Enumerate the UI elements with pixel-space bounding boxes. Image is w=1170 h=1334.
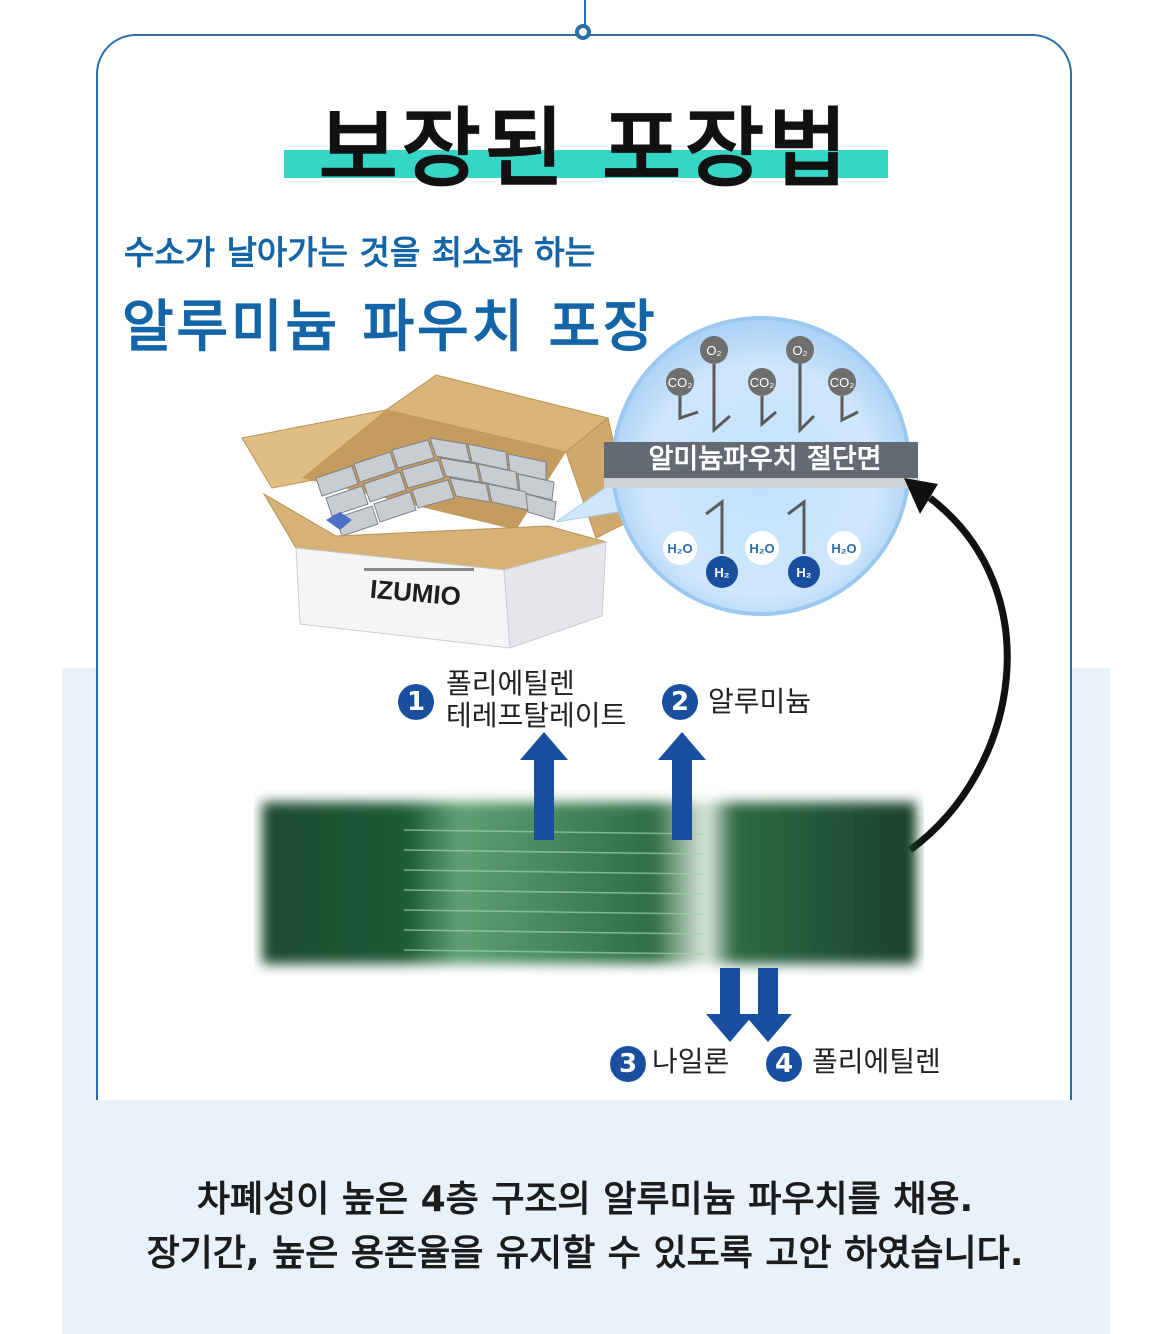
- arrow-down-layer3: [706, 968, 754, 1042]
- layer-label-1-line1: 폴리에틸렌: [446, 667, 575, 700]
- connector-dot: [575, 24, 591, 40]
- molecule-h2o: H₂O: [667, 541, 692, 556]
- subtitle: 수소가 날아가는 것을 최소화 하는: [124, 233, 595, 272]
- molecule-h2: H₂: [796, 565, 811, 580]
- arrow-down-layer4: [744, 968, 792, 1042]
- cross-section-image: [262, 802, 916, 964]
- page-title: 보장된 포장법: [318, 99, 852, 199]
- molecule-o2: O₂: [792, 343, 807, 358]
- product-box-illustration: IZUMIO: [241, 374, 633, 649]
- pouch-section-label: 알미늄파우치 절단면: [648, 444, 882, 475]
- molecule-co2: CO₂: [750, 375, 775, 390]
- title-highlight: [284, 150, 888, 178]
- barrier-diagram: O₂ O₂ CO₂ CO₂ CO₂ H₂O H₂O H₂O H₂ H₂: [604, 316, 918, 616]
- section-heading: 알루미늄 파우치 포장: [122, 295, 658, 360]
- arrow-up-layer1: [520, 732, 568, 840]
- connector-line: [584, 0, 586, 26]
- layer-badge-2: 2: [662, 684, 698, 720]
- layer-label-1-line2: 테레프탈레이트: [446, 699, 627, 732]
- description-line-1: 차폐성이 높은 4층 구조의 알루미늄 파우치를 채용.: [196, 1179, 974, 1220]
- layer-label-4: 폴리에틸렌: [812, 1045, 941, 1078]
- layer-label-2: 알루미늄: [708, 685, 812, 718]
- molecule-co2: CO₂: [830, 375, 855, 390]
- molecule-co2: CO₂: [668, 375, 693, 390]
- description-line-2: 장기간, 높은 용존율을 유지할 수 있도록 고안 하였습니다.: [146, 1233, 1024, 1274]
- molecule-h2o: H₂O: [831, 541, 856, 556]
- molecule-h2o: H₂O: [749, 541, 774, 556]
- arrow-up-layer2: [658, 732, 706, 840]
- layer-badge-1: 1: [398, 684, 434, 720]
- layer-label-3: 나일론: [652, 1045, 730, 1078]
- molecule-h2: H₂: [714, 565, 729, 580]
- layer-badge-3: 3: [610, 1046, 646, 1082]
- layer-badge-4: 4: [766, 1046, 802, 1082]
- curved-arrow: [904, 478, 1011, 853]
- molecule-o2: O₂: [706, 343, 721, 358]
